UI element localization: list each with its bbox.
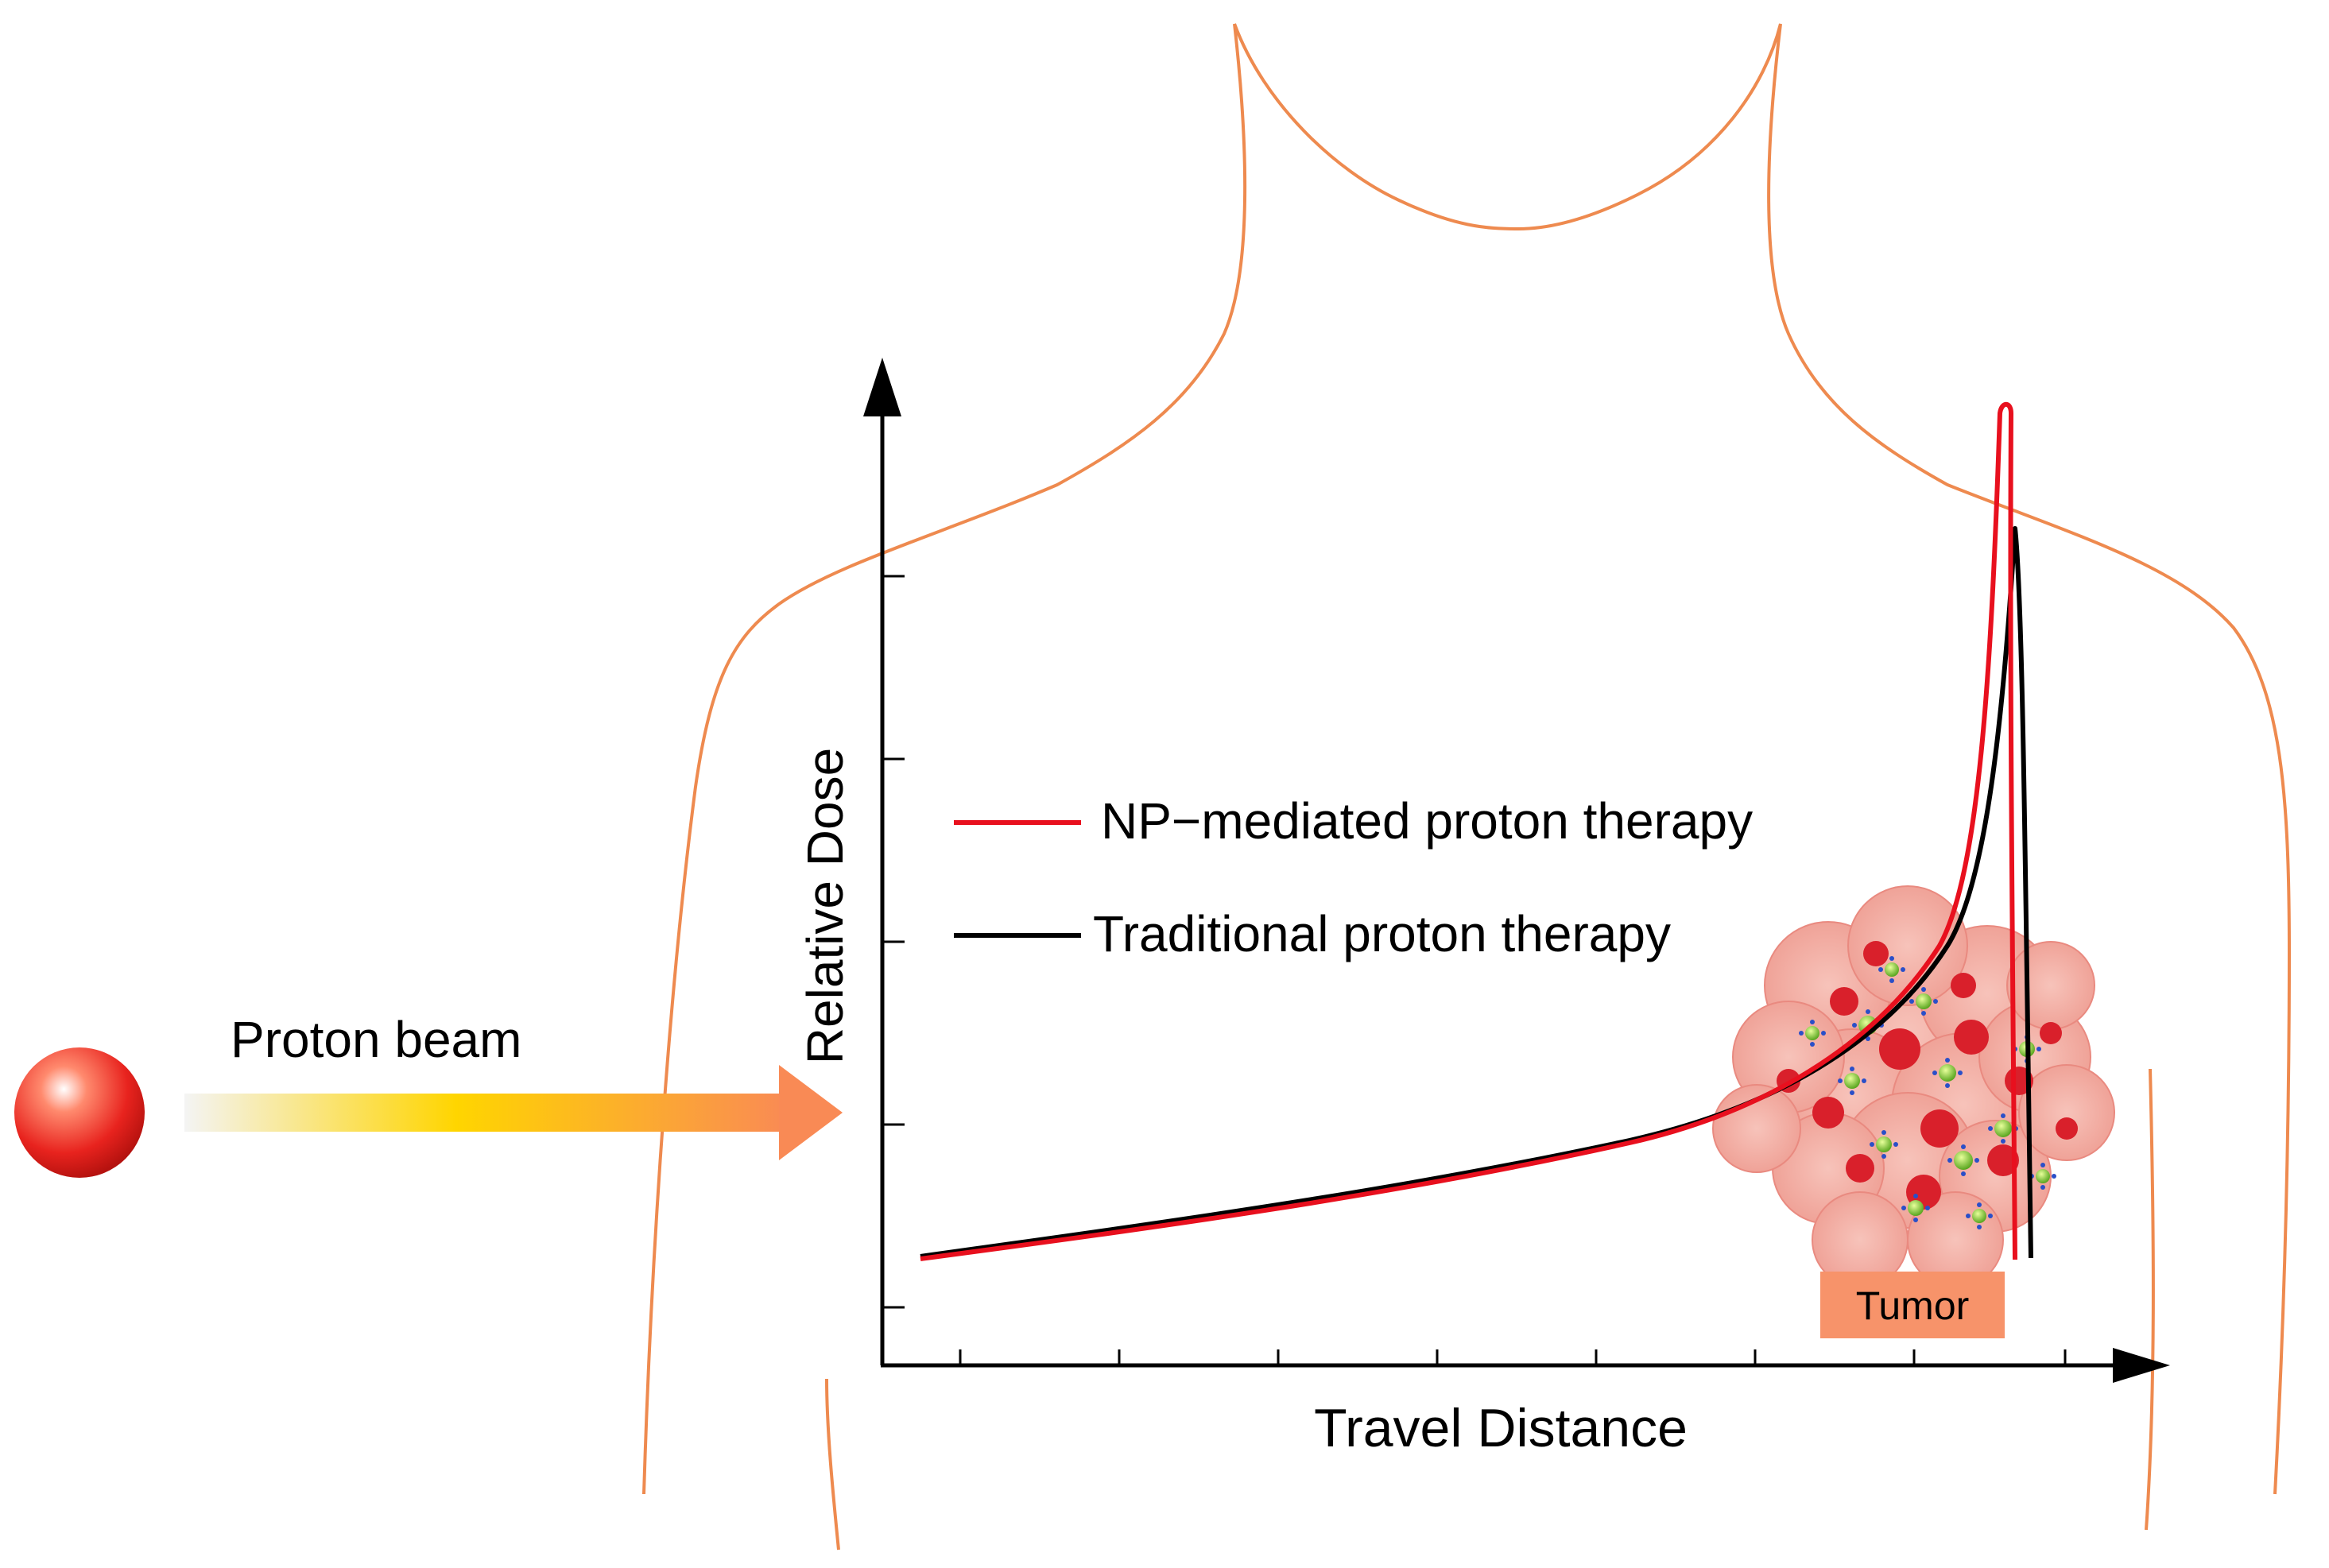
nanoparticle-ligand — [2040, 1185, 2045, 1190]
nanoparticle-icon — [1908, 1200, 1924, 1216]
tumor-nucleus — [1951, 973, 1976, 998]
nanoparticle-ligand — [1878, 967, 1883, 972]
chart-axes — [863, 358, 2170, 1383]
nanoparticle-ligand — [1933, 999, 1938, 1004]
axis-ticks — [882, 575, 2067, 1365]
nanoparticle-icon — [1885, 962, 1899, 977]
legend: NP−mediated proton therapy Traditional p… — [954, 792, 1753, 962]
body-outline-left — [1233, 23, 2292, 1495]
nanoparticle-ligand — [1909, 999, 1914, 1004]
nanoparticle-ligand — [1945, 1058, 1950, 1063]
tumor-label: Tumor — [1856, 1283, 1970, 1328]
nanoparticle-ligand — [1921, 1011, 1926, 1016]
legend-label-traditional: Traditional proton therapy — [1093, 905, 1671, 962]
tumor-cluster-icon — [1712, 885, 2115, 1288]
nanoparticle-icon — [1844, 1073, 1860, 1089]
proton-beam-arrowhead — [779, 1065, 843, 1160]
nanoparticle-ligand — [1977, 1225, 1982, 1229]
nanoparticle-icon — [1876, 1136, 1892, 1152]
nanoparticle-icon — [1916, 993, 1932, 1009]
nanoparticle-ligand — [1852, 1023, 1857, 1028]
nanoparticle-icon — [2036, 1169, 2050, 1183]
nanoparticle-ligand — [2036, 1047, 2041, 1051]
nanoparticle-icon — [1954, 1151, 1973, 1170]
nanoparticle-ligand — [1925, 1206, 1930, 1210]
tumor-nucleus — [2056, 1117, 2078, 1140]
arm-line-left — [825, 1378, 840, 1551]
tumor-label-box — [1820, 1272, 2005, 1338]
nanoparticle-ligand — [1958, 1070, 1963, 1075]
nanoparticle-ligand — [1862, 1078, 1866, 1083]
tumor-cell — [2018, 1064, 2115, 1161]
nanoparticle-ligand — [1913, 1218, 1918, 1222]
nanoparticle-ligand — [1838, 1078, 1843, 1083]
tumor-nucleus — [1846, 1154, 1874, 1183]
nanoparticle-ligand — [1901, 1206, 1906, 1210]
x-axis-label: Travel Distance — [1314, 1398, 1688, 1458]
tumor-nucleus — [1863, 941, 1889, 966]
nanoparticle-ligand — [1961, 1171, 1966, 1176]
nanoparticle-ligand — [1988, 1214, 1993, 1218]
nanoparticle-ligand — [1974, 1158, 1979, 1163]
nanoparticle-ligand — [1881, 1154, 1886, 1159]
nanoparticle-ligand — [1810, 1020, 1815, 1024]
nanoparticle-ligand — [1901, 967, 1905, 972]
nanoparticle-ligand — [1945, 1083, 1950, 1088]
tumor-nucleus — [1879, 1028, 1920, 1070]
tumor-cell — [2006, 941, 2095, 1030]
nanoparticle-ligand — [1913, 1194, 1918, 1198]
nanoparticle-ligand — [1889, 978, 1894, 983]
nanoparticle-ligand — [1850, 1090, 1854, 1095]
nanoparticle-ligand — [1870, 1142, 1874, 1147]
x-axis-arrowhead — [2113, 1348, 2170, 1383]
nanoparticle-ligand — [1850, 1067, 1854, 1071]
nanoparticle-ligand — [1799, 1031, 1804, 1036]
nanoparticle-ligand — [2001, 1113, 2005, 1118]
nanoparticle-ligand — [1893, 1142, 1898, 1147]
nanoparticle-ligand — [2001, 1139, 2005, 1144]
arm-line-right — [2145, 1068, 2155, 1531]
y-axis-arrowhead — [863, 358, 901, 416]
nanoparticle-ligand — [1977, 1202, 1982, 1207]
proton-sphere-icon — [14, 1047, 145, 1178]
nanoparticle-icon — [1939, 1064, 1956, 1082]
np-mediated-proton-therapy-curve — [920, 401, 2017, 1261]
nanoparticle-ligand — [1866, 1009, 1870, 1014]
nanoparticle-ligand — [1881, 1130, 1886, 1135]
tumor-nucleus — [1830, 987, 1858, 1016]
nanoparticle-ligand — [1821, 1031, 1826, 1036]
tumor-nucleus — [1920, 1109, 1959, 1148]
nanoparticle-icon — [1972, 1209, 1986, 1223]
tumor-nucleus — [1987, 1144, 2019, 1176]
nanoparticle-ligand — [1966, 1214, 1971, 1218]
tumor-cell — [1847, 885, 1968, 1006]
legend-label-np: NP−mediated proton therapy — [1101, 792, 1753, 850]
nanoparticle-ligand — [1988, 1126, 1993, 1131]
y-axis-label: Relative Dose — [796, 748, 854, 1064]
body-outline-right — [642, 23, 1247, 1495]
nanoparticle-ligand — [1947, 1158, 1952, 1163]
nanoparticle-icon — [1805, 1026, 1819, 1040]
tumor-nucleus — [1954, 1020, 1989, 1055]
nanoparticle-ligand — [2040, 1163, 2045, 1167]
nanoparticle-ligand — [1810, 1042, 1815, 1047]
nanoparticle-ligand — [1961, 1144, 1966, 1149]
nanoparticle-ligand — [1889, 956, 1894, 961]
nanoparticle-ligand — [1932, 1070, 1937, 1075]
nanoparticle-ligand — [1866, 1036, 1870, 1041]
body-outline-icon — [642, 23, 2292, 1551]
nanoparticle-ligand — [1921, 987, 1926, 992]
nanoparticle-icon — [1994, 1120, 2012, 1137]
traditional-proton-therapy-curve — [920, 526, 2033, 1259]
tumor-nucleus — [2040, 1022, 2062, 1044]
proton-beam-arrow-shaft — [184, 1094, 789, 1132]
proton-beam-label: Proton beam — [231, 1011, 521, 1068]
nanoparticle-ligand — [2052, 1174, 2056, 1179]
tumor-nucleus — [1812, 1097, 1844, 1129]
